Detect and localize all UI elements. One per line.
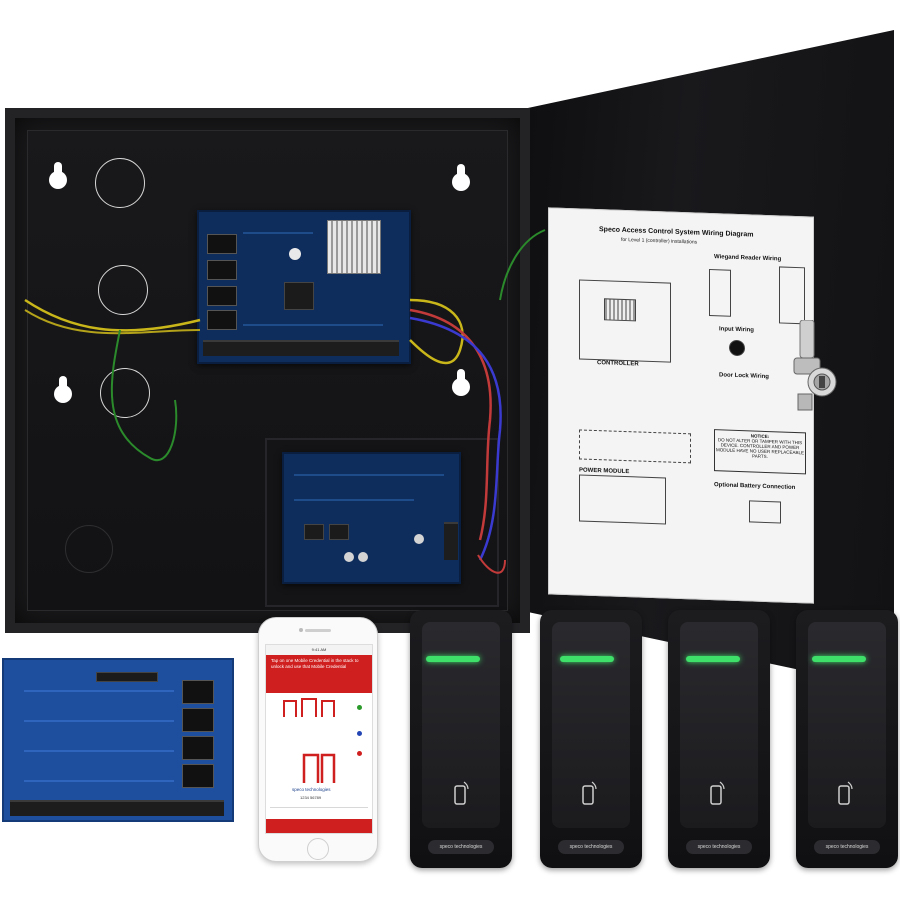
mounting-keyhole-icon — [452, 369, 470, 396]
power-module-board — [282, 452, 461, 584]
capacitor — [358, 552, 368, 562]
header-connector — [96, 672, 158, 682]
app-instruction: Tap on one Mobile Credential in the stac… — [266, 655, 372, 693]
mounting-keyhole-icon — [54, 376, 72, 403]
battery-cell — [289, 248, 301, 260]
app-brand: speco technologies — [292, 787, 331, 792]
processor-chip — [284, 282, 314, 310]
mobile-credential-icon — [582, 781, 597, 805]
relay — [207, 310, 237, 330]
mobile-credential-card[interactable] — [270, 721, 368, 748]
credential-door-icon — [283, 698, 335, 717]
power-ic — [304, 524, 324, 540]
credential-dot-blue — [357, 731, 362, 736]
reader-led — [686, 656, 740, 662]
terminal-block — [444, 522, 458, 560]
reader-led — [560, 656, 614, 662]
capacitor — [414, 534, 424, 544]
power-ic — [329, 524, 349, 540]
terminal-block — [203, 340, 399, 356]
card-reader: speco technologies — [410, 610, 512, 868]
mounting-keyhole-icon — [452, 164, 470, 191]
credential-dot-green — [357, 705, 362, 710]
controller-board — [197, 210, 411, 364]
status-bar-time: 9:41 AM — [266, 645, 372, 655]
relay — [182, 680, 214, 704]
credential-door-icon — [302, 753, 336, 783]
heatsink — [327, 220, 381, 274]
mobile-credential-icon — [838, 781, 853, 805]
app-footer — [266, 819, 372, 833]
expansion-board — [2, 658, 234, 822]
trace — [243, 324, 383, 326]
relay — [182, 708, 214, 732]
camera-icon — [299, 628, 303, 632]
mobile-credential-icon — [454, 781, 469, 805]
phone-screen: 9:41 AM Tap on one Mobile Credential in … — [265, 644, 373, 834]
relay — [207, 260, 237, 280]
speaker-grille — [305, 629, 331, 632]
card-reader: speco technologies — [540, 610, 642, 868]
trace — [24, 690, 174, 692]
reader-logo: speco technologies — [558, 840, 624, 854]
relay — [182, 764, 214, 788]
trace — [24, 720, 174, 722]
mounting-keyhole-icon — [49, 162, 67, 189]
trace — [294, 474, 444, 476]
trace — [24, 750, 174, 752]
relay — [207, 234, 237, 254]
cam-lock-icon — [793, 320, 837, 411]
trace — [243, 232, 313, 234]
terminal-block — [10, 800, 224, 816]
reader-logo: speco technologies — [428, 840, 494, 854]
knockout-ring — [95, 158, 145, 208]
reader-led — [812, 656, 866, 662]
relay — [182, 736, 214, 760]
reader-led — [426, 656, 480, 662]
credential-number: 1234 56789 — [300, 795, 322, 800]
reader-logo: speco technologies — [686, 840, 752, 854]
reader-logo: speco technologies — [814, 840, 880, 854]
relay — [207, 286, 237, 306]
card-reader: speco technologies — [796, 610, 898, 868]
knockout-ring — [98, 265, 148, 315]
home-button[interactable] — [307, 838, 329, 860]
trace — [294, 499, 414, 501]
knockout-ring — [100, 368, 150, 418]
mobile-credential-card[interactable] — [270, 695, 368, 722]
knockout-ring — [65, 525, 113, 573]
trace — [24, 780, 174, 782]
capacitor — [344, 552, 354, 562]
mobile-credential-card[interactable]: speco technologies 1234 56789 — [270, 747, 368, 808]
card-reader: speco technologies — [668, 610, 770, 868]
smartphone: 9:41 AM Tap on one Mobile Credential in … — [258, 617, 378, 862]
mobile-credential-icon — [710, 781, 725, 805]
credential-dot-red — [357, 751, 362, 756]
